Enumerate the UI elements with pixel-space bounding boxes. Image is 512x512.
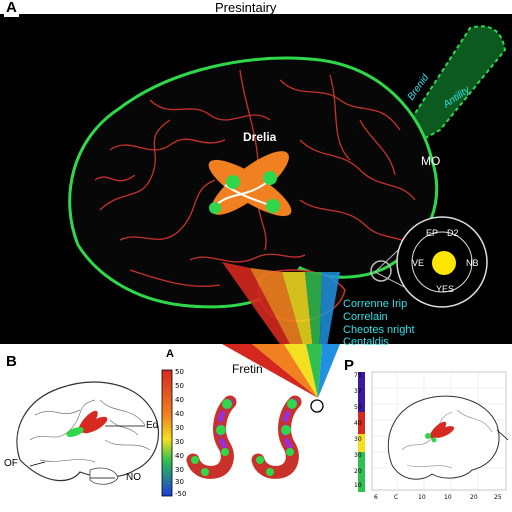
circle-label-ve: VE [412,258,425,268]
y-tick: 37 [354,388,362,395]
panel-a-letter-text: A [6,0,17,16]
seahorse-right [251,395,302,479]
y-tick: 73 [354,372,362,379]
cyan-note-4: Centaldis [343,336,389,348]
circle-label-yes: YES [436,284,455,294]
node-1 [226,175,240,189]
x-tick: 6 [374,494,378,501]
circle-label-d2: D2 [447,228,459,238]
center-label: Drelia [243,130,277,144]
cyan-note-1: Correnne Irip [343,298,408,310]
y-tick: 40 [354,420,362,427]
panel-b-label-of: OF [4,458,18,469]
x-tick: 25 [494,494,502,501]
panel-d-letter: P [344,357,355,374]
node-2 [263,171,277,185]
colorbar-tick: 30 [175,466,184,474]
panel-a-title: Presintairy [215,0,277,15]
y-tick: 20 [354,468,362,475]
colorbar-tick: 50 [175,382,184,390]
circle-label-nb: NB [466,258,479,268]
y-tick: 30 [354,436,362,443]
x-tick: 20 [470,494,478,501]
panel-b-letter: B [6,353,17,370]
colorbar-tick: 30 [175,438,184,446]
seahorse-left [186,395,237,479]
colorbar-tick: 30 [175,478,184,486]
panel-c-letter: A [166,348,174,360]
colorbar-tick: 50 [175,368,184,376]
sun-dot [432,251,456,275]
cyan-note-2: Correlain [343,311,388,323]
y-tick: 50 [354,404,362,411]
panel-d-x-ticks: 6 C 10 10 20 25 [372,494,512,504]
panel-b-brain [16,381,160,485]
colorbar-tick: 30 [175,424,184,432]
node-4 [266,199,280,213]
side-label: MO [421,154,441,168]
y-tick: 10 [354,482,362,489]
cyan-note-3: Cheotes nright [343,324,415,336]
colorbar-tick: 40 [175,452,184,460]
x-tick: C [394,494,399,501]
y-tick: 30 [354,452,362,459]
panel-a-dark: A A Presintairy Drelia MO Brenid Antilit… [0,0,512,398]
panel-c-title: Fretin [232,362,263,376]
colorbar-tick: 40 [175,396,184,404]
colorbar-tick: 40 [175,410,184,418]
panel-d-plot [358,371,509,492]
seahorse-shapes [186,395,302,479]
beam-focus-circle [310,399,324,413]
panel-b-label-ed: Ed [146,420,159,431]
x-tick: 10 [444,494,452,501]
circle-label-ep: EP [426,228,439,238]
beam-extension [222,344,340,413]
x-tick: 10 [418,494,426,501]
top-strip [0,0,512,14]
panel-b-label-no: NO [126,472,141,483]
colorbar-tick: -50 [175,490,187,498]
inner-callout-circle [411,231,473,293]
small-callout-circle [370,260,392,282]
node-3 [209,202,221,214]
colorbar [161,369,173,497]
